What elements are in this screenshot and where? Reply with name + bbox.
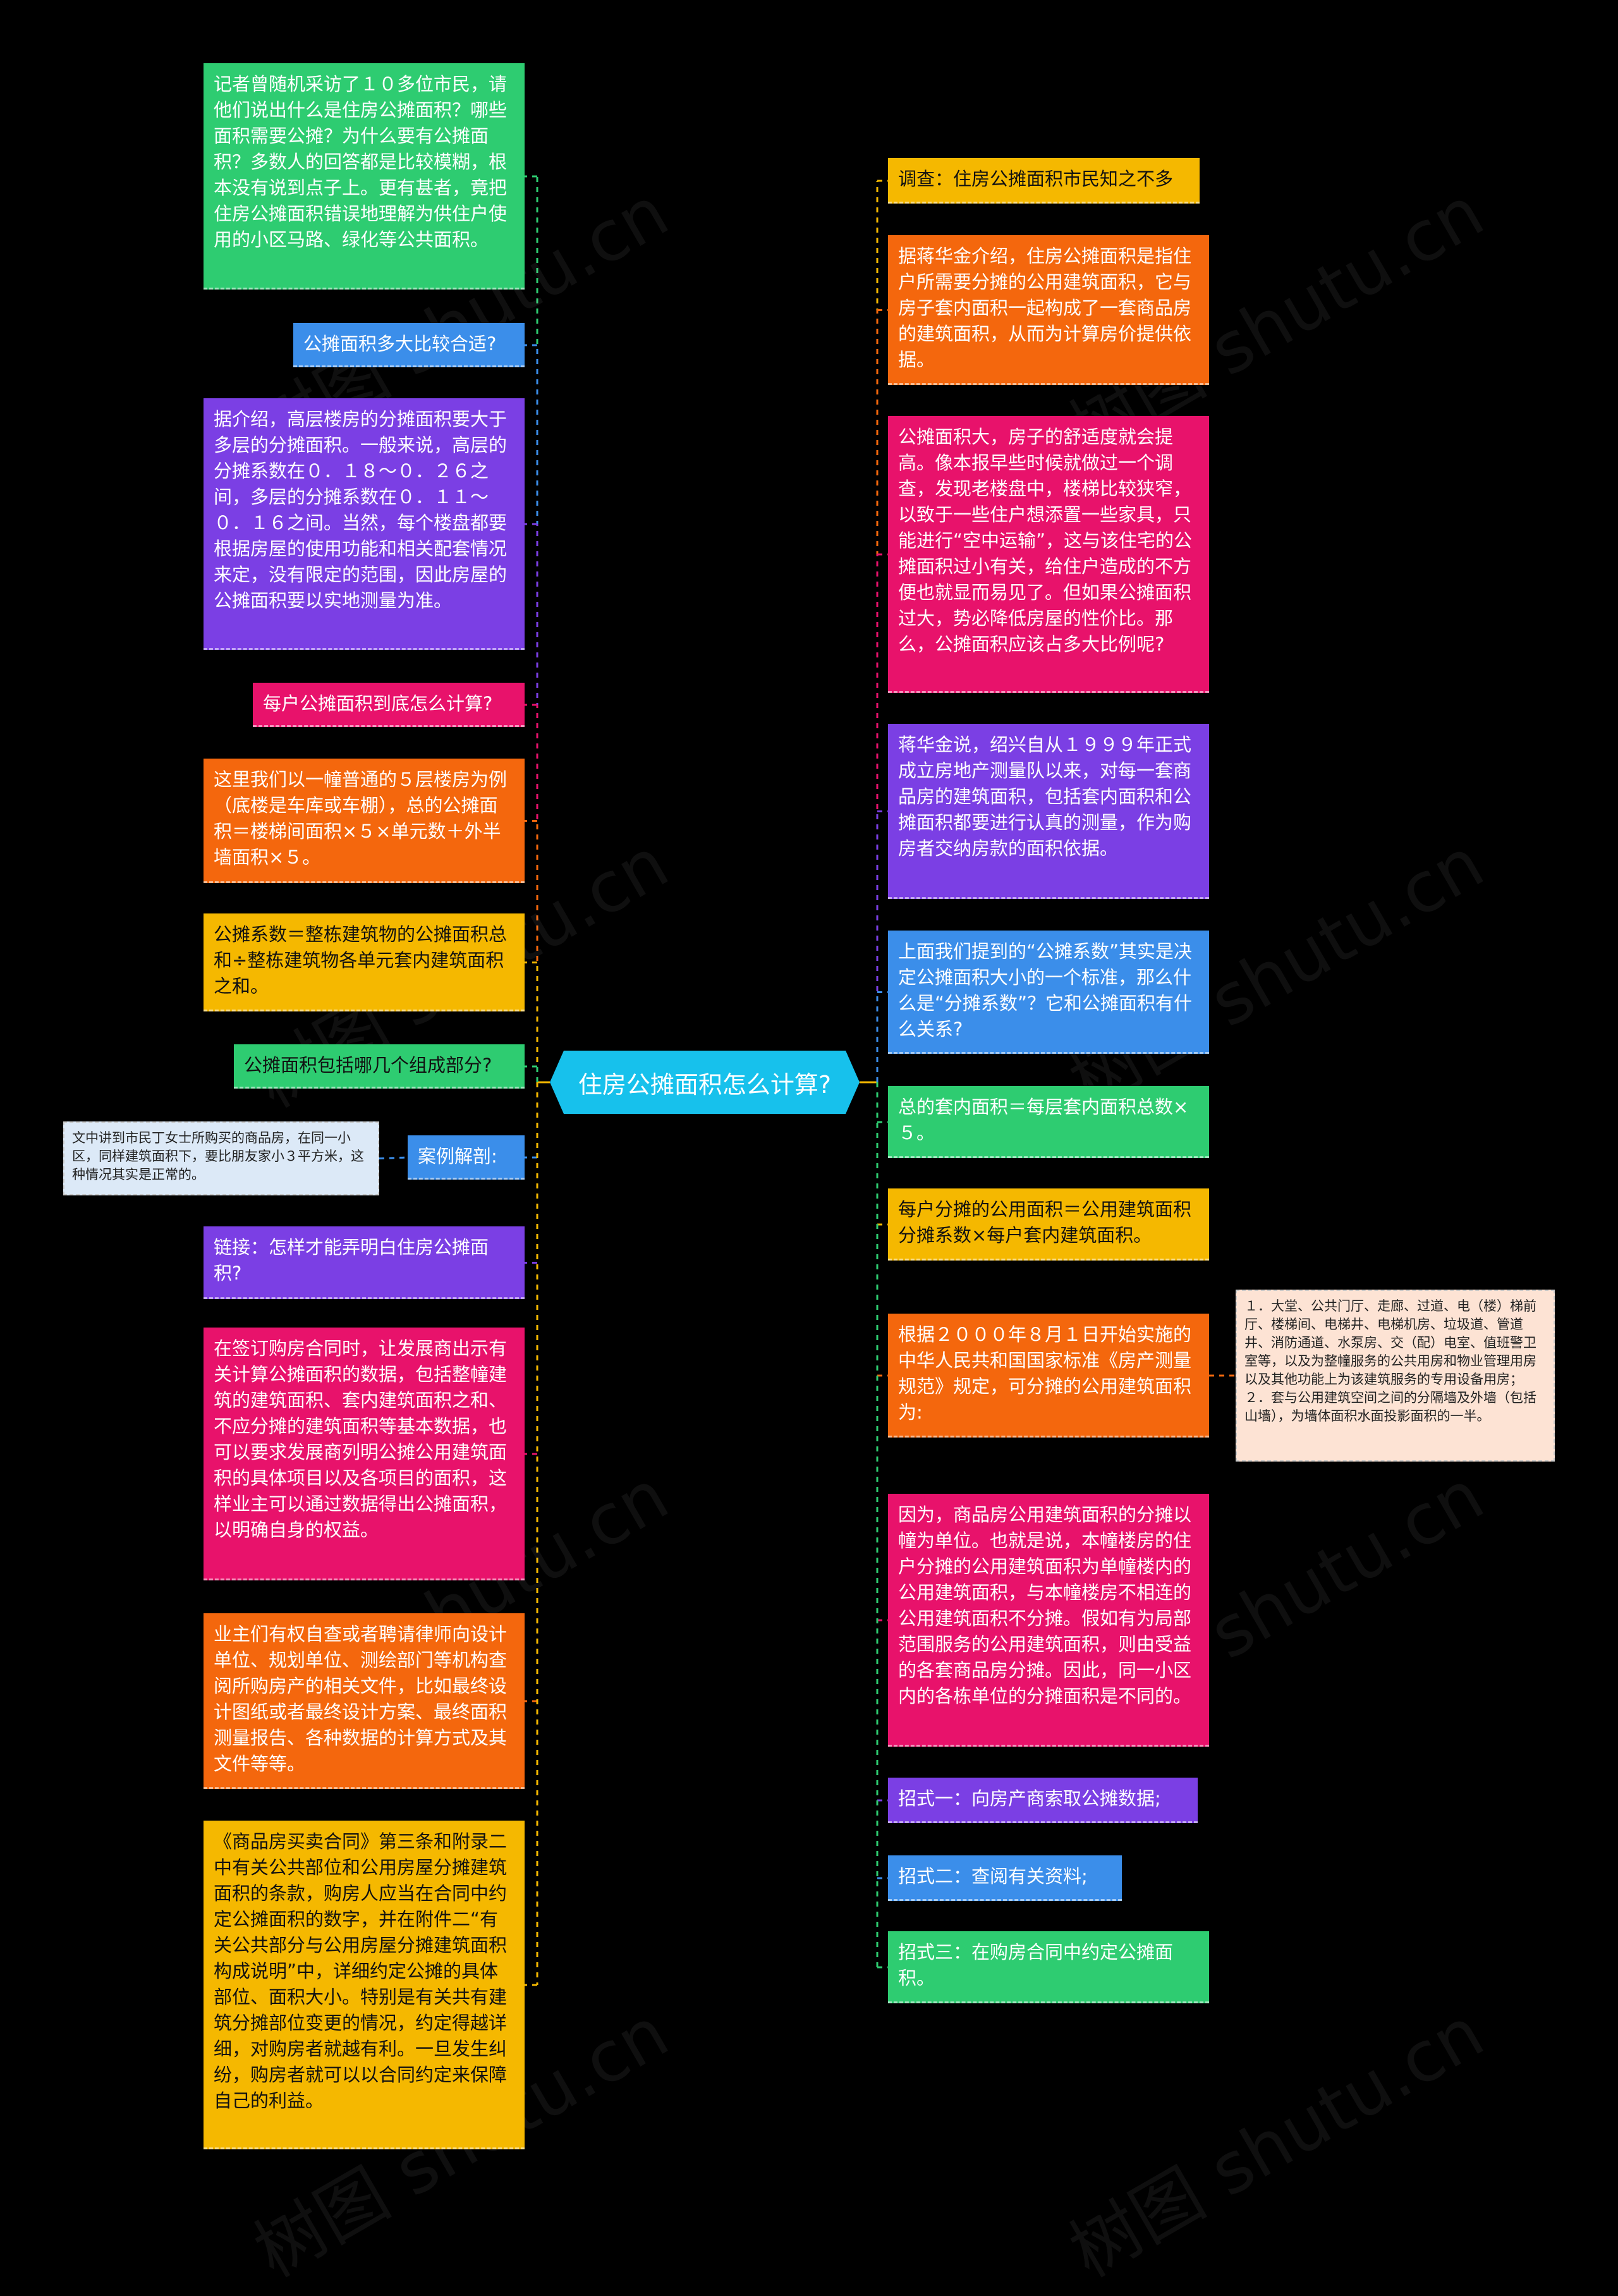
topic-node-right[interactable]: 根据２０００年８月１日开始实施的中华人民共和国国家标准《房产测量规范》规定，可分… (888, 1314, 1209, 1438)
topic-node-right[interactable]: 公摊面积大，房子的舒适度就会提高。像本报早些时候就做过一个调查，发现老楼盘中，楼… (888, 416, 1209, 693)
topic-node-left[interactable]: 业主们有权自查或者聘请律师向设计单位、规划单位、测绘部门等机构查阅所购房产的相关… (204, 1613, 525, 1789)
topic-node-left[interactable]: 案例解剖: (408, 1135, 525, 1180)
topic-node-left[interactable]: 公摊面积包括哪几个组成部分? (234, 1044, 525, 1089)
connector-line (379, 1156, 408, 1159)
topic-node-right[interactable]: 蒋华金说，绍兴自从１９９９年正式成立房地产测量队以来，对每一套商品房的建筑面积，… (888, 724, 1209, 899)
topic-node-left[interactable]: 据介绍，高层楼房的分摊面积要大于多层的分摊面积。一般来说，高层的分摊系数在０．１… (204, 398, 525, 650)
topic-node-left[interactable]: 链接：怎样才能弄明白住房公摊面积? (204, 1226, 525, 1299)
central-topic[interactable]: 住房公摊面积怎么计算? (550, 1051, 860, 1114)
topic-node-left[interactable]: 在签订购房合同时，让发展商出示有关计算公摊面积的数据，包括整幢建筑的建筑面积、套… (204, 1328, 525, 1580)
standard-note[interactable]: １．大堂、公共门厅、走廊、过道、电（楼）梯前厅、楼梯间、电梯井、电梯机房、垃圾道… (1236, 1290, 1555, 1462)
case-note[interactable]: 文中讲到市民丁女士所购买的商品房，在同一小区，同样建筑面积下，要比朋友家小３平方… (63, 1121, 379, 1195)
topic-node-right[interactable]: 因为，商品房公用建筑面积的分摊以幢为单位。也就是说，本幢楼房的住户分摊的公用建筑… (888, 1494, 1209, 1747)
topic-node-left[interactable]: 每户公摊面积到底怎么计算? (253, 683, 525, 727)
topic-node-right[interactable]: 招式三：在购房合同中约定公摊面积。 (888, 1931, 1209, 2003)
topic-node-right[interactable]: 据蒋华金介绍，住房公摊面积是指住户所需要分摊的公用建筑面积，它与房子套内面积一起… (888, 235, 1209, 385)
mindmap-canvas: 树图 shutu.cn 树图 shutu.cn 树图 shutu.cn 树图 s… (63, 63, 1555, 2293)
topic-node-left[interactable]: 记者曾随机采访了１０多位市民，请他们说出什么是住房公摊面积？哪些面积需要公摊？为… (204, 63, 525, 290)
connector-lines (379, 175, 1236, 1986)
topic-node-left[interactable]: 公摊系数＝整栋建筑物的公摊面积总和÷整栋建筑物各单元套内建筑面积之和。 (204, 913, 525, 1011)
topic-node-left[interactable]: 《商品房买卖合同》第三条和附录二中有关公共部位和公用房屋分摊建筑面积的条款，购房… (204, 1821, 525, 2149)
topic-node-right[interactable]: 上面我们提到的“公摊系数”其实是决定公摊面积大小的一个标准，那么什么是“分摊系数… (888, 931, 1209, 1054)
topic-node-left[interactable]: 公摊面积多大比较合适? (293, 323, 525, 367)
topic-node-right[interactable]: 招式二：查阅有关资料; (888, 1855, 1122, 1901)
topic-node-right[interactable]: 总的套内面积＝每层套内面积总数×５。 (888, 1086, 1209, 1158)
topic-node-right[interactable]: 调查：住房公摊面积市民知之不多 (888, 158, 1200, 204)
topic-node-right[interactable]: 每户分摊的公用面积＝公用建筑面积分摊系数×每户套内建筑面积。 (888, 1188, 1209, 1261)
topic-node-left[interactable]: 这里我们以一幢普通的５层楼房为例（底楼是车库或车棚），总的公摊面积＝楼梯间面积×… (204, 759, 525, 883)
topic-node-right[interactable]: 招式一：向房产商索取公摊数据; (888, 1778, 1198, 1823)
